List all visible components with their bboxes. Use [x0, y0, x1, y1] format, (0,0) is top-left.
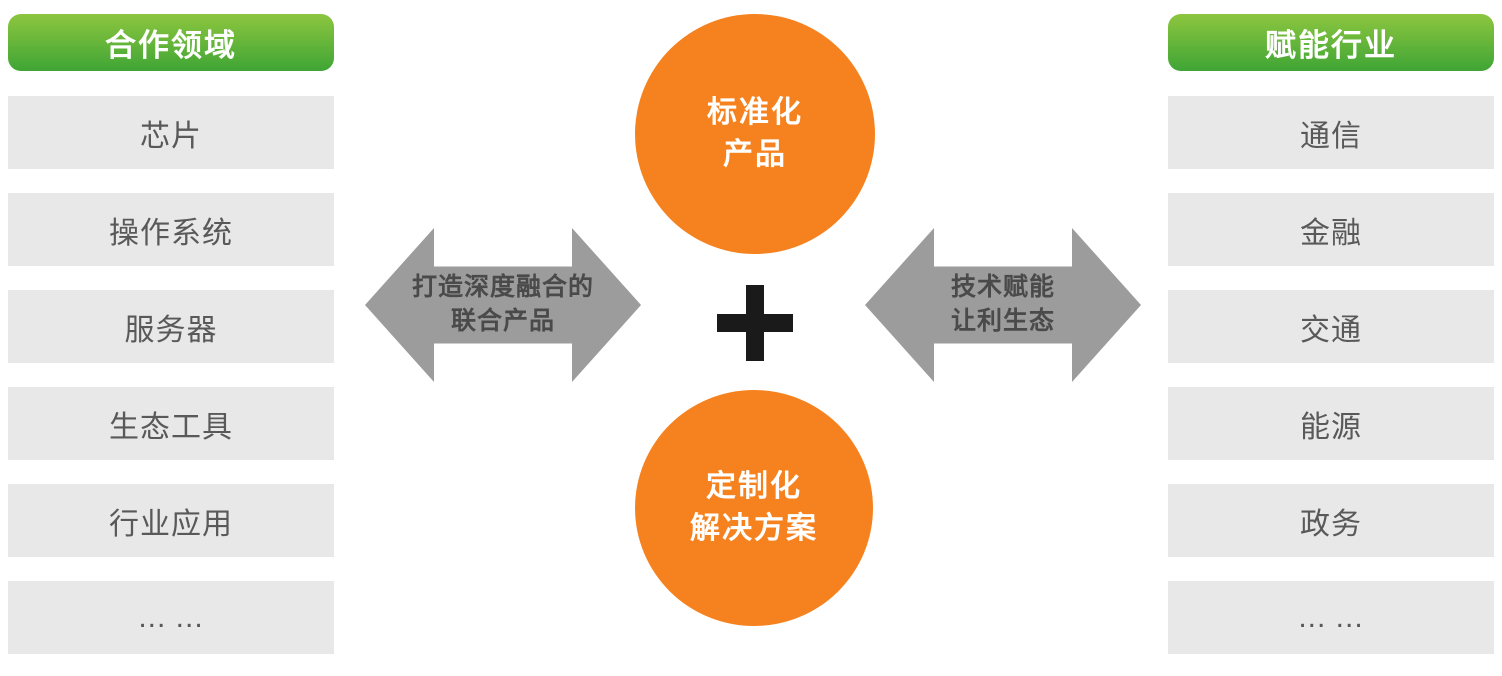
right-panel-item-energy: 能源	[1168, 387, 1494, 460]
right-panel-item-transport: 交通	[1168, 290, 1494, 363]
right-arrow-label-line1: 技术赋能	[950, 273, 1055, 302]
standardized-product-circle: 标准化 产品	[635, 14, 875, 254]
left-panel-item-industry-app: 行业应用	[8, 484, 334, 557]
left-panel-header: 合作领域	[8, 14, 334, 71]
right-arrow-label-line2: 让利生态	[950, 307, 1055, 335]
left-panel-item-os: 操作系统	[8, 193, 334, 266]
left-arrow-label: 打造深度融合的 联合产品	[365, 228, 641, 382]
right-panel: 赋能行业 通信 金融 交通 能源 政务 ... ...	[1168, 14, 1494, 654]
left-arrow-label-line1: 打造深度融合的	[411, 273, 594, 302]
plus-icon	[717, 285, 793, 361]
left-arrow-label-line2: 联合产品	[450, 307, 555, 335]
left-panel: 合作领域 芯片 操作系统 服务器 生态工具 行业应用 ... ...	[8, 14, 334, 654]
bottom-circle-line1: 定制化	[706, 470, 802, 503]
top-circle-line2: 产品	[723, 138, 787, 171]
bottom-circle-line2: 解决方案	[690, 512, 818, 545]
top-circle-line1: 标准化	[707, 96, 803, 129]
right-panel-item-government: 政务	[1168, 484, 1494, 557]
customized-solution-circle: 定制化 解决方案	[635, 390, 873, 626]
right-panel-item-telecom: 通信	[1168, 96, 1494, 169]
left-panel-item-chip: 芯片	[8, 96, 334, 169]
left-panel-item-server: 服务器	[8, 290, 334, 363]
plus-vertical-bar	[746, 285, 764, 361]
right-panel-header: 赋能行业	[1168, 14, 1494, 71]
right-double-arrow: 技术赋能 让利生态	[865, 228, 1141, 382]
right-panel-item-finance: 金融	[1168, 193, 1494, 266]
left-panel-item-eco-tools: 生态工具	[8, 387, 334, 460]
left-panel-item-ellipsis: ... ...	[8, 581, 334, 654]
right-arrow-label: 技术赋能 让利生态	[865, 228, 1141, 382]
left-double-arrow: 打造深度融合的 联合产品	[365, 228, 641, 382]
right-panel-item-ellipsis: ... ...	[1168, 581, 1494, 654]
